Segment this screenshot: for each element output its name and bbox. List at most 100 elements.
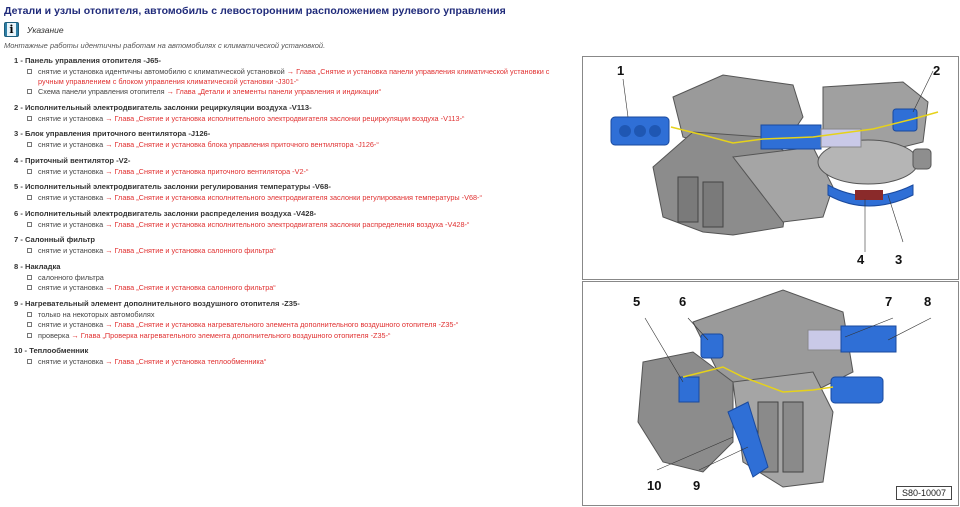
checkbox-bullet-icon xyxy=(27,285,32,290)
chapter-link[interactable]: Глава „Снятие и установка исполнительног… xyxy=(114,193,482,202)
arrow-icon: → xyxy=(105,283,113,292)
list-item: 8 - Накладка салонного фильтра снятие и … xyxy=(14,261,574,293)
checkbox-bullet-icon xyxy=(27,322,32,327)
note-header: i Указание xyxy=(4,22,64,37)
arrow-icon: → xyxy=(71,330,79,340)
sub-text: снятие и установка xyxy=(38,113,104,123)
arrow-icon: → xyxy=(105,357,113,366)
heater-assembly-illustration-top xyxy=(610,70,939,252)
heater-diagram-bottom: 5 6 7 8 9 10 S80-10007 xyxy=(582,281,959,506)
chapter-link[interactable]: Глава „Проверка нагревательного элемента… xyxy=(80,330,391,340)
sub-text: снятие и установка xyxy=(38,193,104,202)
checkbox-bullet-icon xyxy=(27,221,32,227)
chapter-link[interactable]: Глава „Снятие и установка нагревательног… xyxy=(114,320,459,329)
item-title: 3 - Блок управления приточного вентилято… xyxy=(14,129,211,138)
arrow-icon: → xyxy=(105,193,113,202)
sub-text: снятие и установка xyxy=(38,357,104,366)
callout-5: 5 xyxy=(633,294,641,309)
heater-diagram-top: 1 2 3 4 xyxy=(582,56,959,280)
checkbox-bullet-icon xyxy=(27,89,32,94)
list-item: 7 - Салонный фильтр снятие и установка →… xyxy=(14,234,574,256)
sub-item: снятие и установка → Глава „Снятие и уст… xyxy=(14,220,574,230)
note-text: Монтажные работы идентичны работам на ав… xyxy=(4,41,326,50)
sub-item: снятие и установка → Глава „Снятие и уст… xyxy=(14,193,574,203)
callout-1: 1 xyxy=(617,63,625,78)
sub-item: Схема панели управления отопителя → Глав… xyxy=(14,87,574,97)
chapter-link[interactable]: Глава „Снятие и установка теплообменника… xyxy=(114,357,267,366)
page-title: Детали и узлы отопителя, автомобиль с ле… xyxy=(4,5,506,17)
sub-item: снятие и установка → Глава „Снятие и уст… xyxy=(14,246,574,256)
info-icon: i xyxy=(4,22,19,37)
list-item: 4 - Приточный вентилятор -V2- снятие и у… xyxy=(14,155,574,177)
sub-item: салонного фильтра xyxy=(14,273,574,283)
item-title: 10 - Теплообменник xyxy=(14,346,89,355)
arrow-icon: → xyxy=(105,113,113,123)
chapter-link[interactable]: Глава „Снятие и установка салонного филь… xyxy=(114,246,276,255)
sub-text: снятие и установка xyxy=(38,140,104,149)
item-title: 5 - Исполнительный электродвигатель засл… xyxy=(14,182,331,191)
sub-item: снятие и установка → Глава „Снятие и уст… xyxy=(14,357,574,367)
checkbox-bullet-icon xyxy=(27,311,32,317)
figure-code: S80-10007 xyxy=(895,486,952,500)
item-title: 7 - Салонный фильтр xyxy=(14,235,96,244)
callout-6: 6 xyxy=(679,294,687,309)
checkbox-bullet-icon xyxy=(27,115,32,121)
chapter-link[interactable]: Глава „Снятие и установка приточного вен… xyxy=(114,166,309,176)
item-title: 8 - Накладка xyxy=(14,261,61,271)
item-title: 1 - Панель управления отопителя -J65- xyxy=(14,56,162,65)
sub-text: только на некоторых автомобилях xyxy=(38,309,155,319)
sub-item: снятие и установка → Глава „Снятие и уст… xyxy=(14,320,574,330)
arrow-icon: → xyxy=(166,87,174,96)
sub-text: снятие и установка xyxy=(38,166,104,176)
sub-item: снятие и установка → Глава „Снятие и уст… xyxy=(14,114,574,124)
chapter-link[interactable]: Глава „Детали и элементы панели управлен… xyxy=(175,87,381,96)
checkbox-bullet-icon xyxy=(27,195,32,200)
callout-2: 2 xyxy=(933,63,941,78)
list-item: 1 - Панель управления отопителя -J65- сн… xyxy=(14,55,574,97)
arrow-icon: → xyxy=(105,246,113,255)
sub-text: снятие и установка xyxy=(38,320,104,329)
checkbox-bullet-icon xyxy=(27,142,32,147)
callout-7: 7 xyxy=(885,294,893,309)
chapter-link[interactable]: Глава „Снятие и установка исполнительног… xyxy=(114,219,470,229)
parts-list: 1 - Панель управления отопителя -J65- сн… xyxy=(14,55,574,372)
chapter-link[interactable]: Глава „Снятие и установка салонного филь… xyxy=(114,283,276,292)
sub-item: снятие и установка идентичны автомобилю … xyxy=(14,67,574,86)
chapter-link[interactable]: Глава „Снятие и установка исполнительног… xyxy=(114,113,465,123)
arrow-icon: → xyxy=(286,67,295,76)
sub-item: снятие и установка → Глава „Снятие и уст… xyxy=(14,167,574,177)
heater-assembly-illustration-bottom xyxy=(637,289,932,488)
sub-item: снятие и установка → Глава „Снятие и уст… xyxy=(14,283,574,293)
note-label: Указание xyxy=(27,24,64,35)
checkbox-bullet-icon xyxy=(27,332,32,338)
list-item: 6 - Исполнительный электродвигатель засл… xyxy=(14,208,574,230)
sub-item: снятие и установка → Глава „Снятие и уст… xyxy=(14,140,574,150)
checkbox-bullet-icon xyxy=(27,69,32,74)
list-item: 9 - Нагревательный элемент дополнительно… xyxy=(14,298,574,341)
sub-text: снятие и установка xyxy=(38,246,104,255)
callout-9: 9 xyxy=(693,478,701,493)
sub-text: снятие и установка xyxy=(38,219,104,229)
list-item: 10 - Теплообменник снятие и установка → … xyxy=(14,345,574,367)
callout-10: 10 xyxy=(647,478,662,493)
item-title: 9 - Нагревательный элемент дополнительно… xyxy=(14,298,300,308)
list-item: 2 - Исполнительный электродвигатель засл… xyxy=(14,102,574,124)
arrow-icon: → xyxy=(105,140,113,149)
callout-8: 8 xyxy=(924,294,932,309)
callout-3: 3 xyxy=(895,252,903,267)
sub-text: салонного фильтра xyxy=(38,272,104,282)
arrow-icon: → xyxy=(105,219,113,229)
arrow-icon: → xyxy=(105,320,113,329)
list-item: 5 - Исполнительный электродвигатель засл… xyxy=(14,181,574,203)
sub-text: проверка xyxy=(38,330,70,340)
item-title: 4 - Приточный вентилятор -V2- xyxy=(14,155,131,165)
sub-item: проверка → Глава „Проверка нагревательно… xyxy=(14,331,574,341)
chapter-link[interactable]: Глава „Снятие и установка блока управлен… xyxy=(114,140,379,149)
chapter-link[interactable]: Глава „Снятие и установка панели управле… xyxy=(38,67,550,86)
list-item: 3 - Блок управления приточного вентилято… xyxy=(14,128,574,150)
sub-text: Схема панели управления отопителя xyxy=(38,87,165,96)
checkbox-bullet-icon xyxy=(27,248,32,253)
arrow-icon: → xyxy=(105,166,113,176)
item-title: 2 - Исполнительный электродвигатель засл… xyxy=(14,102,312,112)
checkbox-bullet-icon xyxy=(27,274,32,280)
